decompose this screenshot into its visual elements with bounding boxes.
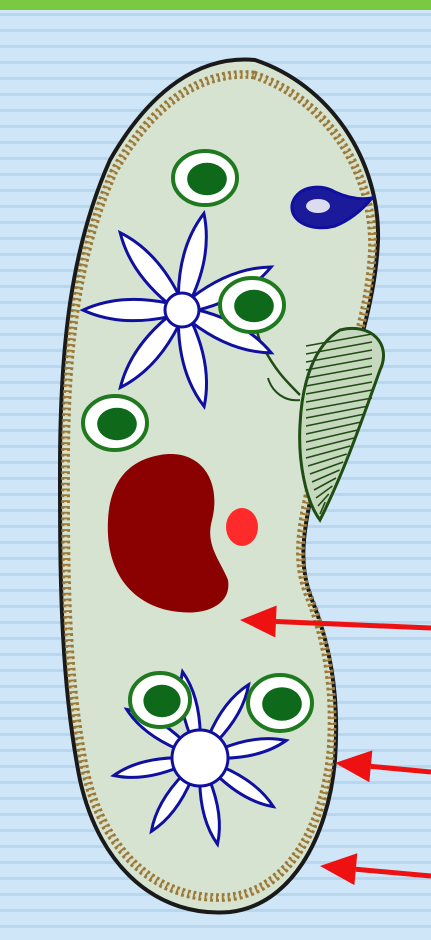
food-particle [262,687,302,721]
food-vacuole [173,151,237,205]
food-vacuole [248,675,312,731]
food-particle [234,290,274,322]
food-vacuole [220,278,284,332]
food-particle [143,685,180,717]
arrow-shaft [371,766,431,772]
arrow-pellicle [335,750,431,782]
arrow-cytoplasm [240,606,431,638]
food-particle [97,408,137,440]
food-vacuole [83,396,147,450]
vacuole-center [172,730,228,786]
arrow-cilia [320,853,431,885]
food-vacuole [130,673,190,727]
micronucleus [226,508,258,546]
arrow-head [320,853,357,885]
food-particle [187,163,227,195]
arrow-shaft [356,869,431,876]
arrow-head [335,750,372,782]
vacuole-highlight [306,199,330,213]
vacuole-center [165,293,199,327]
